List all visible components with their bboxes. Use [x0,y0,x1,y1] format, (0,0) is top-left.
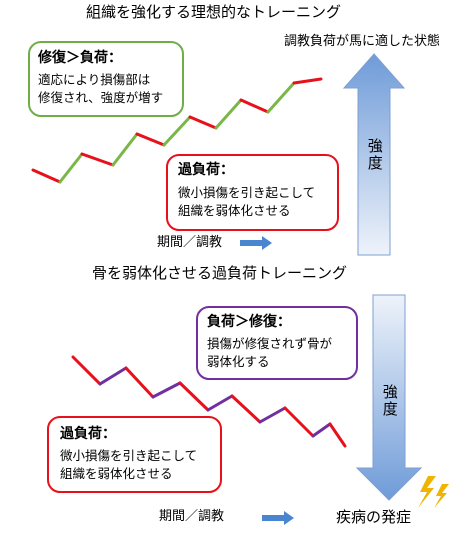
zigzag-segment-a [328,422,347,448]
zigzag-segment-a [188,115,218,130]
result-label: 疾病の発症 [336,508,412,526]
zigzag-segment-a [124,366,155,399]
zigzag-segment-a [283,406,315,438]
overload-box-bottom [47,416,222,493]
repair-box-title: 修復＞負荷： [38,50,122,66]
overload-bottom-line2: 組織を弱体化させる [60,466,173,481]
overload-bottom-title: 過負荷： [60,426,116,442]
zigzag-segment-b [266,81,296,114]
strength-up-arrow [342,53,406,256]
overload-top-line1: 微小損傷を引き起こして [178,185,316,200]
overload-box-top [166,154,339,231]
weaken-box [196,306,358,380]
zigzag-segment-a [230,394,262,424]
weaken-box-title: 負荷＞修復： [207,314,291,330]
zigzag-segment-b [214,98,243,130]
zigzag-segment-b [58,152,84,184]
zigzag-segment-b [206,394,234,412]
repair-box [28,41,184,117]
zigzag-segment-a [292,77,323,85]
top-arrow-label: 強度 [365,138,384,172]
zigzag-segment-b [311,422,332,438]
zigzag-segment-b [258,406,287,424]
bottom-axis-label: 期間／調教 [159,509,225,524]
overload-top-line2: 組織を弱体化させる [178,203,291,218]
bottom-title: 骨を弱体化させる過負荷トレーニング [92,264,348,282]
repair-box-line1: 適応により損傷部は [38,72,151,87]
period-arrow-bottom [262,511,294,525]
period-arrow-top [240,236,272,250]
zigzag-segment-a [178,381,210,412]
goal-label: 調教負荷が馬に適した状態 [284,34,441,49]
strength-down-arrow [355,294,423,501]
zigzag-segment-a [80,152,115,167]
top-axis-label: 期間／調教 [157,235,223,250]
overload-training-line [71,355,347,448]
bottom-arrow-label: 強度 [380,384,399,418]
zigzag-segment-b [162,115,192,147]
zigzag-segment-a [239,98,270,114]
repair-box-line2: 修復され、強度が増す [38,90,164,105]
zigzag-segment-a [31,168,62,184]
zigzag-segment-b [111,132,139,167]
ideal-training-line [31,77,323,184]
zigzag-segment-a [135,132,166,147]
weaken-box-line1: 損傷が修復されず骨が [207,336,333,351]
zigzag-segment-b [98,366,128,386]
lightning-icon [418,476,449,508]
overload-bottom-line1: 微小損傷を引き起こして [60,448,198,463]
zigzag-segment-b [151,381,182,399]
zigzag-segment-a [71,355,102,386]
weaken-box-line2: 弱体化する [207,354,270,369]
top-title: 組織を強化する理想的なトレーニング [86,3,342,21]
overload-top-title: 過負荷： [178,162,234,178]
